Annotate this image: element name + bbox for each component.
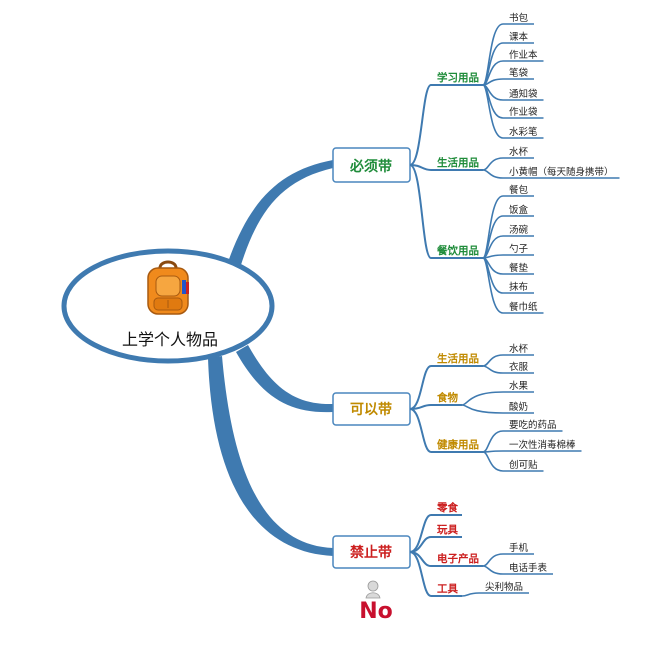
leaf-label-must-1-1: 小黄帽（每天随身携带） [509,166,614,178]
leaf-line-can-2-1 [482,450,504,453]
leaf-line-can-1-1 [461,404,504,414]
category-label-can-1: 食物 [436,391,458,404]
leaf-line-must-2-6 [482,257,504,314]
leaf-label-can-2-1: 一次性消毒棉棒 [509,439,576,451]
leaf-label-must-0-1: 课本 [509,31,529,43]
trunk-must [228,160,333,268]
leaf-label-must-0-0: 书包 [509,12,529,24]
branch-line-can-2 [409,408,432,453]
main-node-label-must: 必须带 [349,158,392,175]
person-icon [365,580,381,599]
leaf-label-must-2-1: 饭盒 [509,204,529,216]
branch-line-forbidden-3 [409,551,432,597]
center-node: 上学个人物品 [61,248,275,364]
trunk-can [236,345,333,413]
leaf-line-can-0-0 [482,354,504,367]
node-forbidden: 禁止带 [332,535,411,569]
branch-line-must-0 [409,84,432,166]
leaf-label-must-0-4: 通知袋 [509,88,538,100]
category-label-must-0: 学习用品 [437,71,479,84]
backpack-icon [147,260,189,315]
leaf-line-can-2-2 [482,451,504,472]
leaf-label-can-2-2: 创可贴 [509,459,538,471]
main-node-label-forbidden: 禁止带 [350,544,392,561]
category-label-forbidden-2: 电子产品 [437,552,479,565]
category-label-can-0: 生活用品 [437,352,479,365]
leaf-label-must-0-6: 水彩笔 [509,126,538,138]
main-branches [208,160,333,556]
no-stamp-text: No [359,599,393,624]
node-must-bring: 必须带 [332,147,411,183]
leaf-label-can-0-0: 水杯 [509,343,529,355]
leaf-line-must-1-0 [482,157,504,171]
leaf-label-must-0-5: 作业袋 [509,106,538,118]
no-stamp: No [359,580,393,624]
leaf-label-must-2-5: 抹布 [509,281,528,293]
branch-line-must-2 [409,164,432,259]
category-label-can-2: 健康用品 [437,438,479,451]
leaf-label-forbidden-2-1: 电话手表 [509,562,548,574]
trunk-forbidden [208,356,333,556]
leaf-line-must-1-1 [482,169,504,179]
leaf-line-must-0-6 [482,84,504,139]
branch-line-can-0 [409,365,432,410]
branch-line-must-1 [409,164,432,171]
leaf-label-must-2-3: 勺子 [509,243,529,255]
leaf-label-can-2-0: 要吃的药品 [509,419,557,431]
leaf-line-forbidden-3-0 [461,592,480,597]
leaf-line-can-0-1 [482,365,504,374]
leaf-line-forbidden-2-1 [482,565,504,575]
node-can-bring: 可以带 [332,392,411,426]
leaf-label-must-2-0: 餐包 [509,184,529,196]
leaf-line-forbidden-2-0 [482,553,504,567]
leaf-label-must-2-2: 汤碗 [509,224,529,236]
category-label-must-2: 餐饮用品 [436,244,479,257]
sub-branches: 学习用品书包课本作业本笔袋通知袋作业袋水彩笔生活用品水杯小黄帽（每天随身携带）餐… [409,12,620,597]
category-label-forbidden-0: 零食 [436,501,458,514]
leaf-label-forbidden-2-0: 手机 [509,542,529,554]
leaf-line-can-2-0 [482,430,504,453]
leaf-label-must-1-0: 水杯 [509,146,529,158]
category-label-must-1: 生活用品 [437,156,479,169]
leaf-label-must-2-6: 餐巾纸 [509,301,538,313]
leaf-label-can-0-1: 衣服 [509,361,529,373]
main-node-label-can: 可以带 [350,402,392,418]
leaf-label-forbidden-3-0: 尖利物品 [485,581,523,593]
category-label-forbidden-1: 玩具 [437,524,458,536]
leaf-label-must-0-3: 笔袋 [509,67,529,79]
leaf-label-can-1-0: 水果 [509,380,529,392]
leaf-line-can-1-0 [461,391,504,406]
category-label-forbidden-3: 工具 [437,583,458,595]
leaf-label-must-2-4: 餐垫 [509,262,529,274]
leaf-label-must-0-2: 作业本 [509,49,538,61]
center-title: 上学个人物品 [122,330,218,349]
leaf-label-can-1-1: 酸奶 [509,401,528,413]
